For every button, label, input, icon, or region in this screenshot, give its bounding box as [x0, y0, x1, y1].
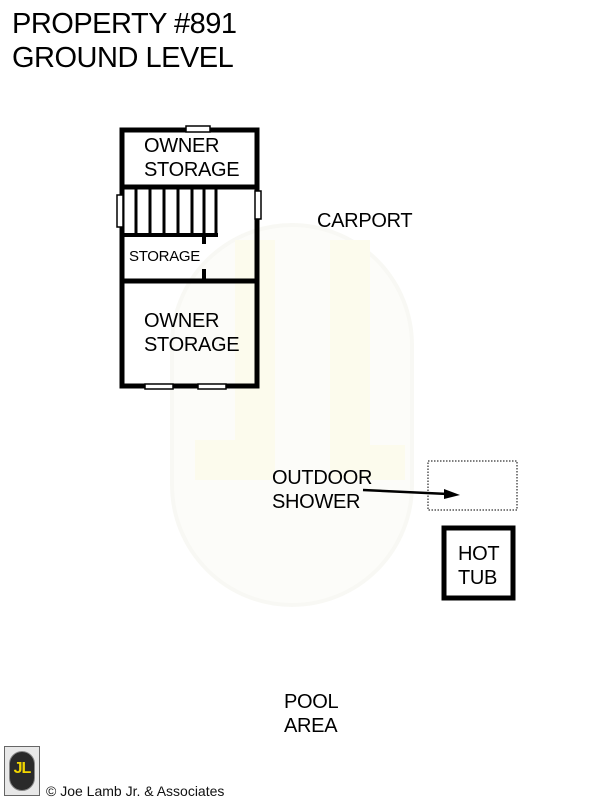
room-label-line: STORAGE [144, 159, 240, 181]
room-label-line: OWNER [144, 310, 220, 332]
windows [116, 125, 262, 390]
page-title-line2: GROUND LEVEL [12, 42, 234, 74]
copyright-text: © Joe Lamb Jr. & Associates [46, 783, 225, 799]
company-logo: JL [4, 746, 40, 796]
hot-tub-outline [441, 525, 516, 601]
area-label-line: POOL [284, 691, 339, 713]
area-label-line: OUTDOOR [272, 467, 373, 489]
room-owner-storage-bottom: OWNER STORAGE [144, 309, 240, 357]
shower-arrow [362, 488, 460, 499]
room-owner-storage-top: OWNER STORAGE [144, 134, 240, 182]
room-hot-tub: HOT TUB [458, 542, 500, 590]
room-label-line: HOT [458, 543, 500, 565]
stairs [134, 187, 218, 235]
logo-text: JL [13, 760, 32, 777]
outdoor-shower-outline [427, 460, 518, 511]
room-label-line: TUB [458, 567, 498, 589]
room-label-line: STORAGE [144, 334, 240, 356]
area-label-line: SHOWER [272, 491, 361, 513]
area-outdoor-shower: OUTDOOR SHOWER [272, 466, 372, 514]
area-label-line: AREA [284, 715, 338, 737]
room-label-line: OWNER [144, 135, 220, 157]
area-pool: POOL AREA [284, 690, 339, 738]
area-carport: CARPORT [317, 210, 413, 232]
room-storage: STORAGE [129, 248, 200, 265]
page-title-line1: PROPERTY #891 [12, 8, 237, 40]
